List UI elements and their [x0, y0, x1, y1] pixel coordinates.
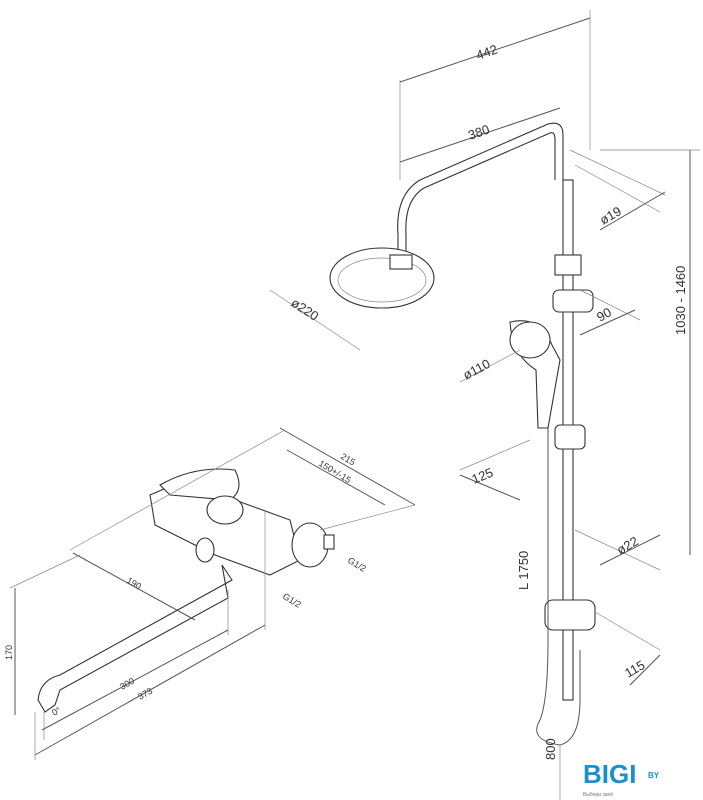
shower-arm [397, 122, 564, 256]
dim-442: 442 [474, 42, 499, 63]
shower-dimension-lines [269, 10, 700, 686]
dim-373: 373 [136, 686, 154, 702]
mixer-cartridge [206, 495, 244, 525]
shower-head [329, 247, 435, 309]
thread-label-outlet: G1/2 [281, 591, 303, 610]
head-connector [389, 254, 413, 270]
dim-800: 800 [543, 738, 558, 760]
dim-115: 115 [622, 657, 647, 680]
dim-300: 300 [118, 676, 136, 692]
logo-suffix: BY [648, 771, 660, 780]
shower-labels: 442 380 ø19 ø220 90 ø110 1030 - 1460 125… [288, 42, 688, 760]
dim-rail-diameter: ø22 [614, 533, 641, 557]
dim-head-diameter: ø220 [288, 295, 321, 324]
dim-90: 90 [594, 304, 614, 324]
slider-hand [554, 424, 586, 450]
dim-170: 170 [4, 645, 14, 660]
thread-label-inlet: G1/2 [346, 555, 368, 574]
mixer-spout [37, 564, 233, 713]
mixer-lever [159, 468, 240, 501]
dim-arm-diameter: ø19 [597, 203, 624, 227]
wall-bracket-top [554, 254, 582, 276]
wall-bracket-bottom [544, 599, 596, 631]
mixer-dimension-lines [9, 427, 416, 760]
hand-shower-face [509, 321, 551, 359]
bigi-logo: BIGI BY Выбери своё [583, 759, 660, 798]
dim-215: 215 [339, 451, 357, 467]
dim-hose-length: L 1750 [516, 551, 531, 590]
logo-brand: BIGI [583, 759, 636, 789]
diverter-knob [195, 537, 215, 563]
bath-mixer [37, 468, 335, 713]
shower-hose [536, 428, 581, 746]
inlet-thread [323, 534, 335, 550]
dim-190: 190 [125, 575, 143, 591]
slider-top [552, 289, 594, 313]
shower-system [329, 122, 596, 800]
dim-hand-diameter: ø110 [460, 356, 492, 383]
dim-380: 380 [466, 122, 491, 143]
dim-height-range: 1030 - 1460 [673, 266, 688, 335]
logo-tagline: Выбери своё [583, 792, 613, 798]
dim-125: 125 [470, 465, 496, 487]
shower-head-inner-ring [337, 257, 427, 303]
